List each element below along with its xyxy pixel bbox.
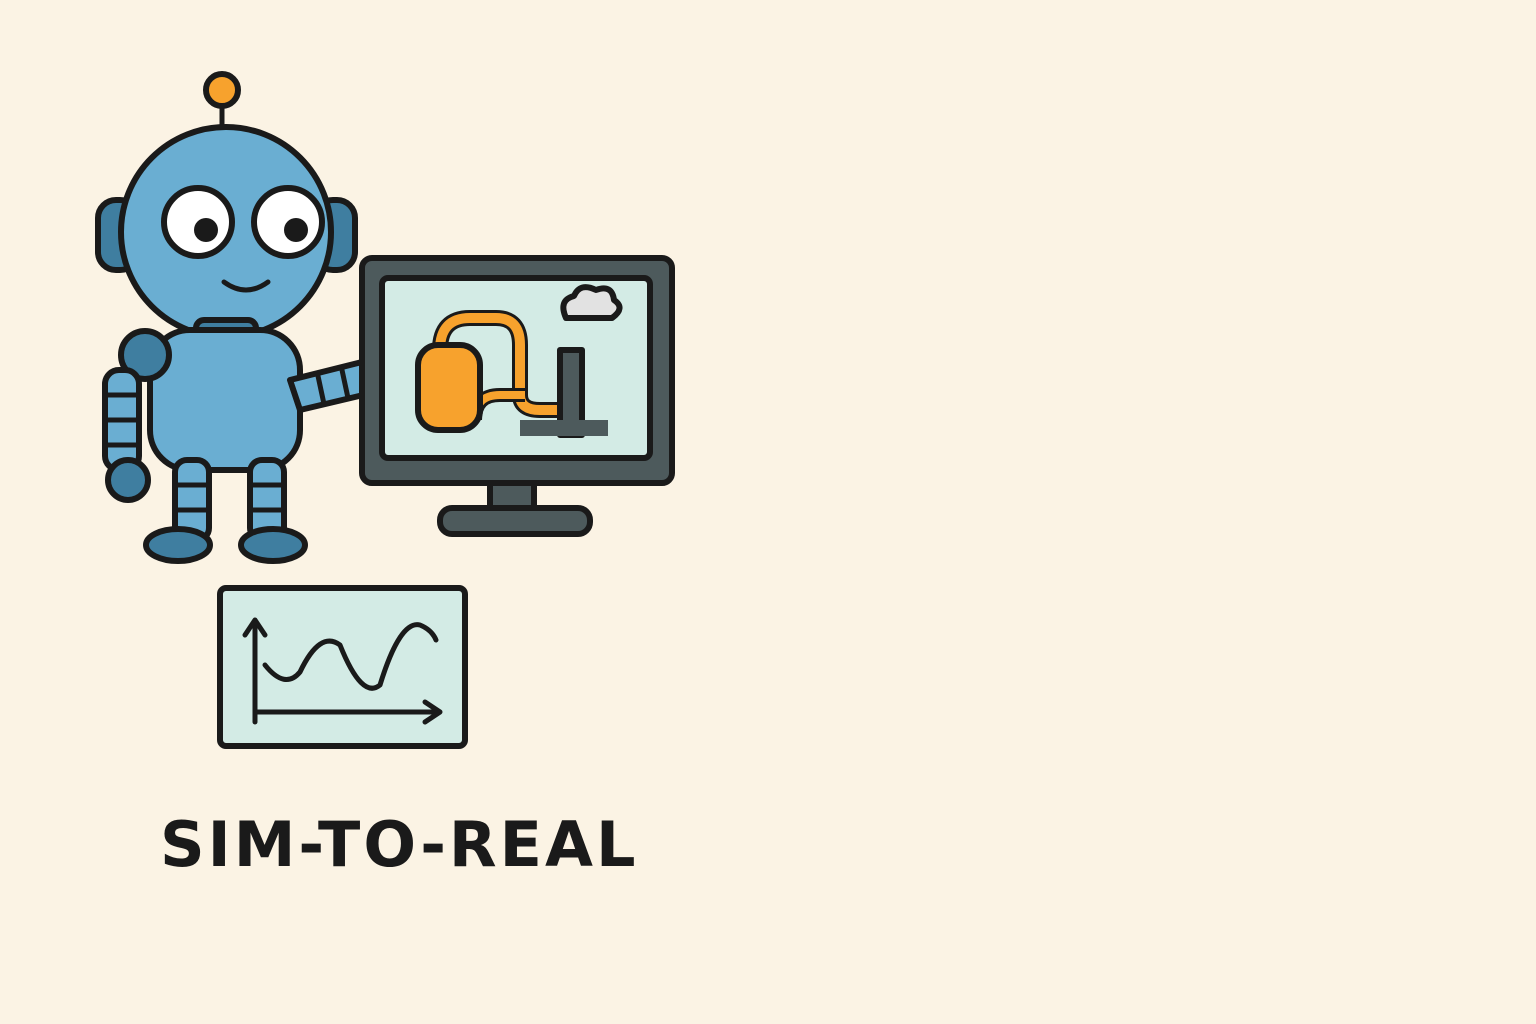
sim-signal-chart (217, 585, 468, 749)
diagram-caption: SIM-TO-REAL (160, 808, 639, 881)
simulated-plant-icon (415, 284, 623, 438)
sim-monitor (359, 255, 675, 537)
sim-robot (95, 71, 408, 564)
